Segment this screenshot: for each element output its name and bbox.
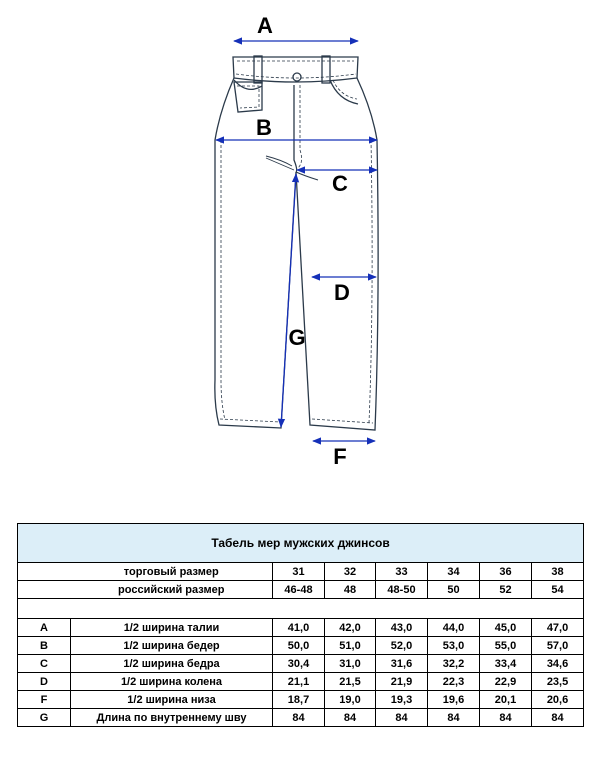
russian-size-label: российский размер [70, 580, 273, 599]
russian-size-cell: 50 [427, 580, 480, 599]
measurement-value: 34,6 [530, 654, 585, 673]
russian-size-cell: 48-50 [375, 580, 428, 599]
measurement-value: 19,3 [375, 690, 428, 709]
pants-body [214, 77, 379, 431]
measurement-arrows [215, 37, 378, 445]
label-A: A [257, 13, 273, 38]
label-F: F [333, 444, 346, 469]
arrow-G [277, 173, 300, 428]
measurement-value: 57,0 [530, 636, 585, 655]
measurement-value: 21,9 [375, 672, 428, 691]
russian-size-cell: 48 [324, 580, 376, 599]
measurement-name: 1/2 ширина бедра [70, 654, 273, 673]
trade-size-cell: 34 [427, 562, 480, 581]
label-D: D [334, 280, 350, 305]
measurement-code: D [17, 672, 71, 691]
measurement-code: G [17, 708, 71, 727]
spacer-row [16, 598, 585, 619]
front-pocket [329, 79, 359, 105]
russian-size-row: российский размер 46-48 48 48-50 50 52 5… [17, 580, 585, 599]
coin-pocket [233, 81, 263, 113]
waistband [232, 56, 359, 83]
measurement-value: 20,6 [530, 690, 585, 709]
measurement-value: 23,5 [530, 672, 585, 691]
spacer-cell [16, 598, 585, 619]
belt-loop [321, 55, 331, 84]
measurement-value: 84 [375, 708, 428, 727]
trade-size-label: торговый размер [70, 562, 273, 581]
measurement-value: 51,0 [324, 636, 376, 655]
button [292, 72, 302, 82]
measurement-code: C [17, 654, 71, 673]
measurement-value: 31,0 [324, 654, 376, 673]
measurement-value: 18,7 [272, 690, 325, 709]
measurement-code: A [17, 618, 71, 637]
trade-size-cell: 31 [272, 562, 325, 581]
measurement-name: Длина по внутреннему шву [70, 708, 273, 727]
measurement-value: 50,0 [272, 636, 325, 655]
trade-size-cell: 33 [375, 562, 428, 581]
table-title-row: Табель мер мужских джинсов [16, 523, 585, 563]
russian-size-cell: 46-48 [272, 580, 325, 599]
measurement-value: 22,9 [479, 672, 532, 691]
measurement-value: 42,0 [324, 618, 376, 637]
blank-cell [17, 580, 71, 599]
trade-size-row: торговый размер 31 32 33 34 36 38 [17, 562, 585, 581]
russian-size-cell: 52 [479, 580, 532, 599]
measurement-code: F [17, 690, 71, 709]
measurement-value: 84 [530, 708, 585, 727]
measurement-value: 43,0 [375, 618, 428, 637]
measurement-value: 19,0 [324, 690, 376, 709]
measurement-value: 20,1 [479, 690, 532, 709]
trade-size-cell: 32 [324, 562, 376, 581]
measurement-value: 45,0 [479, 618, 532, 637]
measurement-value: 32,2 [427, 654, 480, 673]
measurement-value: 55,0 [479, 636, 532, 655]
table-title: Табель мер мужских джинсов [16, 523, 585, 563]
measurement-value: 52,0 [375, 636, 428, 655]
measurement-value: 21,1 [272, 672, 325, 691]
measurement-name: 1/2 ширина бедер [70, 636, 273, 655]
measurement-value: 22,3 [427, 672, 480, 691]
size-chart-table: Табель мер мужских джинсов торговый разм… [16, 523, 585, 727]
trade-size-cell: 38 [530, 562, 585, 581]
blank-cell [17, 562, 71, 581]
jeans-measurement-diagram: A B C D G F [214, 13, 379, 469]
label-B: B [256, 115, 272, 140]
fly [293, 85, 298, 173]
measurement-name: 1/2 ширина талии [70, 618, 273, 637]
measurement-code: B [17, 636, 71, 655]
trade-size-cell: 36 [479, 562, 532, 581]
measurement-value: 47,0 [530, 618, 585, 637]
belt-loop [253, 55, 263, 84]
label-C: C [332, 171, 348, 196]
measurement-value: 53,0 [427, 636, 480, 655]
measurement-value: 30,4 [272, 654, 325, 673]
measurement-value: 31,6 [375, 654, 428, 673]
measurement-value: 84 [479, 708, 532, 727]
jeans-outline [214, 55, 379, 431]
russian-size-cell: 54 [530, 580, 585, 599]
measurement-value: 21,5 [324, 672, 376, 691]
measurement-value: 41,0 [272, 618, 325, 637]
label-G: G [288, 325, 305, 350]
measurement-value: 44,0 [427, 618, 480, 637]
measurement-name: 1/2 ширина колена [70, 672, 273, 691]
measurement-value: 19,6 [427, 690, 480, 709]
measurement-value: 84 [427, 708, 480, 727]
measurement-name: 1/2 ширина низа [70, 690, 273, 709]
measurement-value: 84 [324, 708, 376, 727]
measurement-value: 33,4 [479, 654, 532, 673]
measurement-value: 84 [272, 708, 325, 727]
